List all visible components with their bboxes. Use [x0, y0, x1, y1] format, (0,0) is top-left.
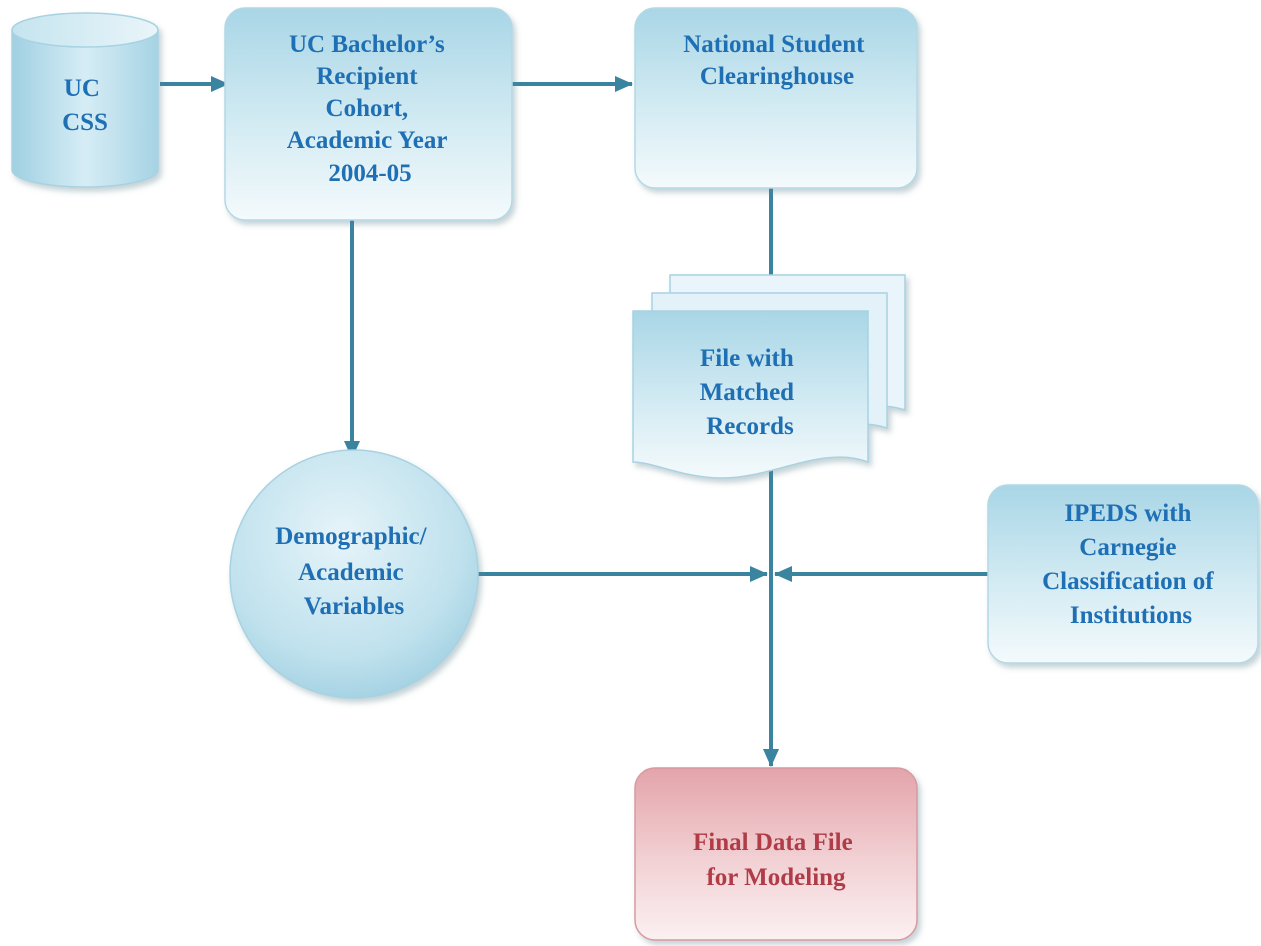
uc-css-line: CSS — [62, 109, 108, 136]
demographic-line: Academic — [298, 559, 404, 586]
demographic-line: Variables — [304, 593, 405, 620]
ipeds-line: Classification of — [1042, 568, 1214, 595]
ipeds-line: Institutions — [1070, 602, 1193, 629]
clearinghouse-label: National Student Clearinghouse — [683, 31, 871, 90]
clearinghouse-line: Clearinghouse — [700, 63, 854, 90]
demographic-line: Demographic/ — [275, 523, 427, 550]
matched-records-line: Matched — [700, 379, 795, 406]
connectors — [160, 76, 988, 767]
matched-records-documents — [632, 274, 906, 479]
ipeds-box — [987, 484, 1259, 664]
final-data-label: Final Data File for Modeling — [693, 829, 859, 891]
clearinghouse-line: National Student — [683, 31, 865, 58]
cohort-line: UC Bachelor’s — [289, 31, 445, 58]
matched-records-line: Records — [706, 413, 794, 440]
uc-css-database — [11, 12, 159, 188]
ipeds-label: IPEDS with Carnegie Classification of In… — [1042, 500, 1220, 629]
cohort-box — [224, 7, 513, 221]
final-data-line: for Modeling — [706, 864, 846, 891]
document-front — [632, 310, 869, 479]
ipeds-line: Carnegie — [1079, 534, 1176, 561]
uc-css-label: UC CSS — [62, 75, 108, 136]
cohort-label: UC Bachelor’s Recipient Cohort, Academic… — [287, 31, 454, 187]
demographic-circle — [229, 449, 479, 699]
cohort-line: Academic Year — [287, 127, 448, 154]
cohort-line: 2004-05 — [328, 160, 411, 187]
clearinghouse-box — [634, 7, 918, 189]
cohort-line: Cohort, — [326, 95, 409, 122]
final-data-box — [634, 767, 918, 941]
matched-records-line: File with — [700, 345, 794, 372]
demographic-label: Demographic/ Academic Variables — [275, 523, 433, 620]
uc-css-line: UC — [64, 75, 100, 102]
matched-records-label: File with Matched Records — [700, 345, 801, 440]
final-data-line: Final Data File — [693, 829, 853, 856]
cohort-line: Recipient — [316, 63, 418, 90]
ipeds-line: IPEDS with — [1064, 500, 1191, 527]
